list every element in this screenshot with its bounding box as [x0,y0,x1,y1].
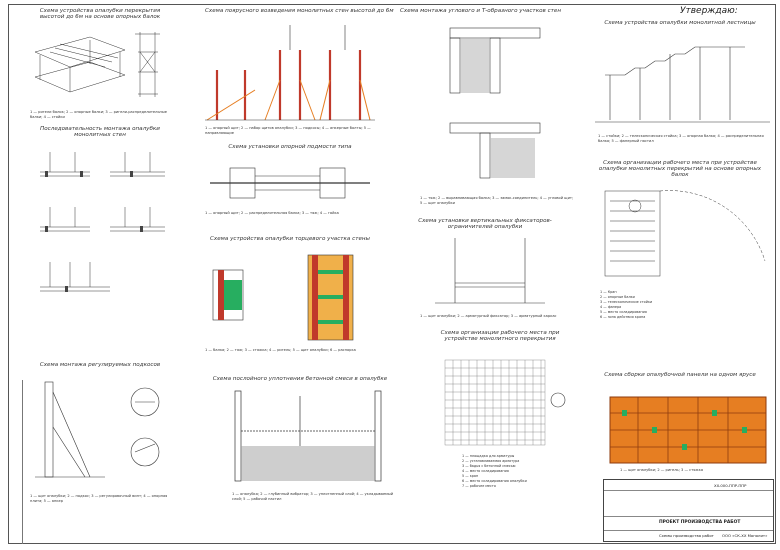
panel-title-stair-formwork: Схема устройства опалубки монолитной лес… [604,20,756,26]
legend-item: 7 — рабочее место [462,484,496,488]
panel-title-braces: Схема монтажа регулируемых подкосов [39,362,161,368]
legend-item: 4 — место складирования [462,469,509,473]
panel-title-panel-assembly: Схема сборки опалубочной панели на одном… [604,372,756,378]
document-code: XX-000-ППР-ППР [714,483,747,488]
caption-support: 1 — опорный щит; 2 — распределительная б… [205,211,339,215]
panel-title-tiered-walls: Схема поярусного возведения монолитных с… [205,8,394,14]
figure-slab-formwork [34,32,160,97]
caption-corner-walls: 1 — тяж; 2 — выравнивающая балка; 3 — за… [420,196,574,205]
panel-title-fixators: Схема установки вертикальных фиксаторов-… [418,218,552,230]
figure-compaction [234,390,382,482]
legend-item: 2 — устанавливаемая арматура [462,459,520,463]
caption-panel-assembly: 1 — щит опалубки; 2 — ригель; 3 — стяжка [620,468,704,472]
approval-label: Утверждаю: [680,6,738,16]
caption-tiered-walls: 1 — опорный щит; 2 — набор щитов опалубк… [205,126,371,135]
panel-title-workplace-beams: Схема организации рабочего места при уст… [598,160,762,178]
legend-item: 4 — фанера [600,305,622,309]
figure-wall-sequence [40,152,165,292]
caption-braces: 1 — щит опалубки; 2 — подкос; 3 — регули… [30,494,168,503]
figure-adjustable-braces [35,381,160,478]
legend-item: 3 — бадья с бетонной смесью [462,464,516,468]
legend-item: 6 — место складирования опалубки [462,479,527,483]
organization: ООО «СК-ХХ Монолит» [722,533,768,538]
caption-stair-formwork: 1 — стойки; 2 — телескопическая стойка; … [598,134,764,143]
panel-title-slab-formwork: Схема устройства опалубки перекрытия выс… [39,8,161,20]
legend-item: 2 — опорные балки [600,295,635,299]
legend-item: 1 — площадка для арматуры [462,454,515,458]
caption-compaction: 1 — опалубка; 2 — глубинный вибратор; 3 … [232,492,394,501]
panel-title-workplace-slab: Схема организации рабочего места при уст… [440,330,560,342]
legend-item: 3 — телескопические стойки [600,300,653,304]
figure-workplace-slab [444,359,566,446]
project-title: ПРОЕКТ ПРОИЗВОДСТВА РАБОТ [659,520,741,525]
figure-support [210,167,370,199]
caption-slab-formwork: 1 — ригели балок; 2 — опорные балки; 3 —… [30,110,167,119]
panel-title-corner-walls: Схема монтажа углового и Т-образного уча… [400,8,561,14]
figure-stair-formwork [595,46,770,123]
title-block: XX-000-ППР-ППР ПРОЕКТ ПРОИЗВОДСТВА РАБОТ… [603,479,774,542]
caption-end-wall: 1 — балка; 2 — тяж; 3 — стяжка; 4 — риге… [205,348,356,352]
legend-item: 5 — место складирования [600,310,647,314]
panel-title-wall-sequence: Последовательность монтажа опалубки моно… [40,126,160,138]
panel-title-compaction: Схема послойного уплотнения бетонной сме… [212,376,388,382]
legend-item: 5 — кран [462,474,479,478]
figure-tiered-walls [205,25,375,121]
figure-panel-assembly [609,396,767,464]
figure-end-wall [212,254,354,341]
figure-fixators [435,238,545,304]
sheet-name: Схемы производства работ [659,533,714,538]
legend-item: 6 — зона действия крана [600,315,646,319]
panel-title-support: Схема установки опорной подмости типа [228,144,352,150]
caption-fixators: 1 — щит опалубки; 2 — арматурный фиксато… [420,314,557,318]
figure-corner-walls [449,27,541,179]
drawing-sheet [8,4,776,544]
legend-item: 1 — Кран [600,290,617,294]
panel-title-end-wall: Схема устройства опалубки торцевого учас… [210,236,370,242]
binding-strip [8,380,23,544]
figure-workplace-beams [604,190,766,277]
